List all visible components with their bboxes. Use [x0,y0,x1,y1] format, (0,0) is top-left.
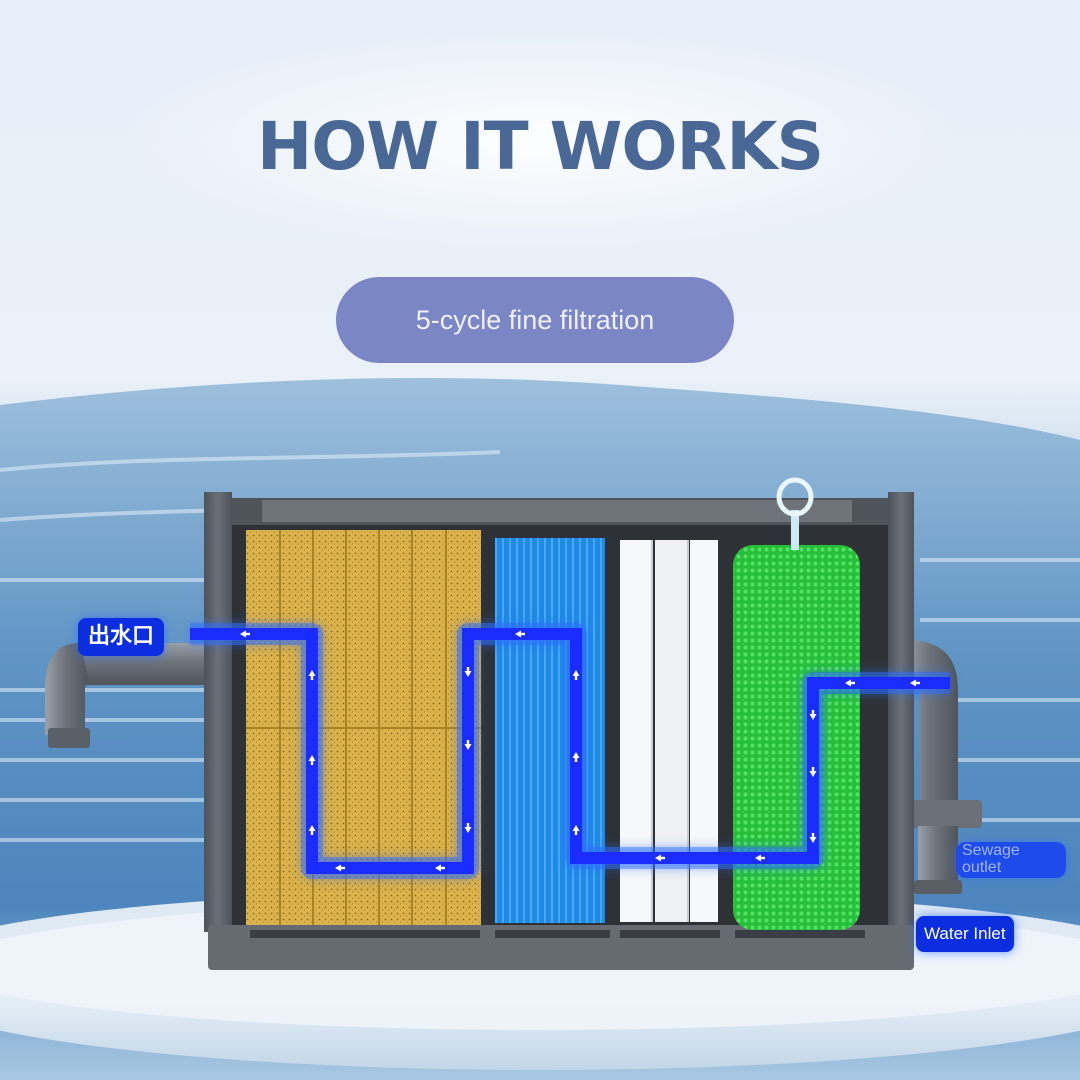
sewage-line1: Sewage [962,842,1020,859]
page-title: HOW IT WORKS [256,108,824,185]
sewage-outlet-text: Sewage outlet [962,842,1020,876]
water-inlet-label: Water Inlet [916,916,1014,952]
sky-glow [120,30,960,250]
outlet-label: 出水口 [78,618,165,656]
sewage-line2: outlet [962,859,1002,876]
sewage-outlet-label: Sewage outlet [956,842,1066,878]
subtitle-badge: 5-cycle fine filtration [336,277,734,363]
bio-brush-filter [733,477,860,930]
